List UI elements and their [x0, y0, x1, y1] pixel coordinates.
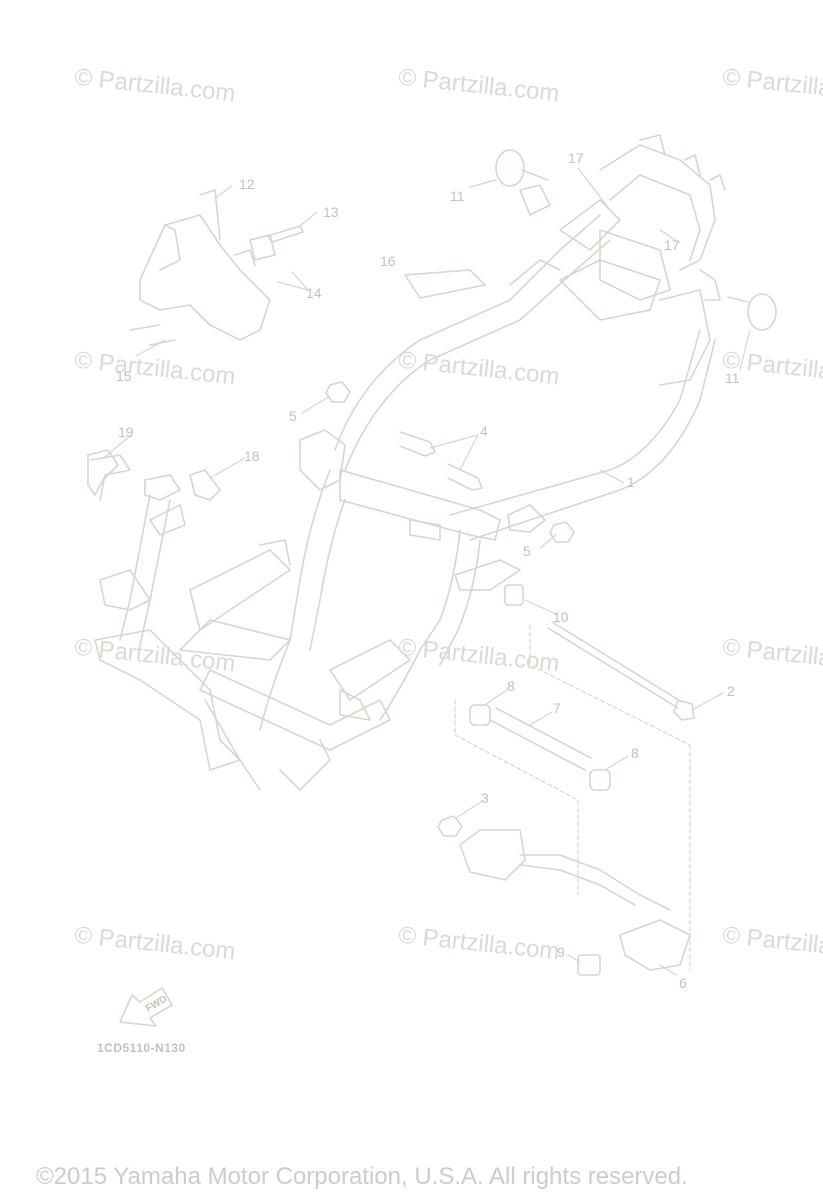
damper-10 — [505, 585, 523, 605]
pipe-7 — [490, 708, 591, 770]
callout-8: 8 — [631, 745, 639, 761]
callout-4: 4 — [480, 423, 488, 439]
collar-8-right — [590, 770, 610, 790]
collar-8-left — [470, 705, 490, 725]
callout-17: 17 — [664, 237, 680, 253]
diagram-code: 1CD5110-N130 — [97, 1041, 186, 1055]
callout-19: 19 — [118, 424, 134, 440]
callout-13: 13 — [323, 204, 339, 220]
rear-frame — [510, 135, 725, 385]
callout-15: 15 — [116, 368, 132, 384]
callout-3: 3 — [481, 790, 489, 806]
nut-5-upper — [326, 382, 350, 402]
group-outline — [455, 625, 690, 970]
callout-11: 11 — [450, 188, 465, 204]
callout-8: 8 — [507, 678, 515, 694]
clip-18 — [190, 470, 220, 500]
callout-7: 7 — [553, 700, 561, 716]
callout-14: 14 — [306, 285, 322, 301]
bracket-12 — [130, 190, 275, 345]
callout-16: 16 — [380, 253, 396, 269]
fwd-arrow-icon: FWD — [120, 988, 172, 1026]
bolts-4 — [400, 432, 482, 490]
callout-1: 1 — [627, 474, 635, 490]
callout-9: 9 — [557, 944, 565, 960]
callout-12: 12 — [239, 176, 255, 192]
copyright-notice: ©2015 Yamaha Motor Corporation, U.S.A. A… — [36, 1163, 688, 1190]
nut-3 — [438, 816, 462, 836]
callout-10: 10 — [553, 609, 569, 625]
callout-5: 5 — [523, 543, 531, 559]
bushing-9 — [578, 955, 600, 975]
grommet-11-top — [496, 150, 548, 186]
bracket-19 — [88, 450, 118, 495]
part-13-bolt — [268, 226, 303, 242]
leader-lines — [105, 168, 750, 975]
callout-11: 11 — [725, 370, 740, 386]
steering-head-assembly — [90, 455, 240, 770]
callout-6: 6 — [679, 975, 687, 991]
callout-5: 5 — [289, 408, 297, 424]
main-frame — [180, 215, 715, 790]
bolt-2 — [548, 622, 694, 720]
nut-5-lower — [550, 522, 574, 542]
callout-17: 17 — [568, 150, 584, 166]
callout-2: 2 — [727, 683, 735, 699]
grommet-11-right — [728, 294, 776, 330]
callout-18: 18 — [244, 448, 260, 464]
engine-bracket — [460, 830, 690, 970]
part-16-pad — [405, 270, 485, 298]
